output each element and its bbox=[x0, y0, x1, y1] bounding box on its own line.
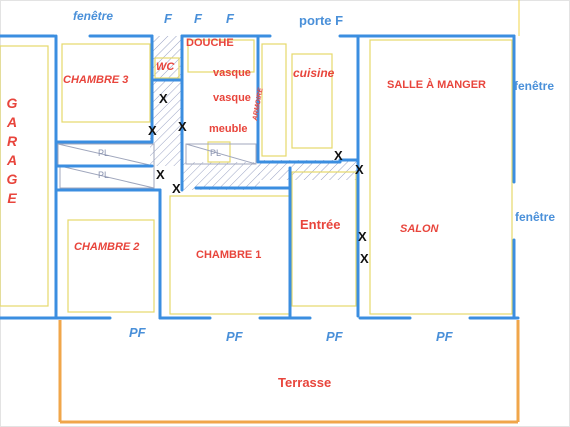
meuble-label: meuble bbox=[209, 123, 248, 135]
chambre3-bed-outline bbox=[61, 43, 151, 123]
garage-car-outline bbox=[0, 45, 49, 307]
x-mark: X bbox=[358, 229, 367, 244]
armoire-outline bbox=[261, 43, 287, 157]
f-label-3: F bbox=[226, 11, 234, 26]
vasque-label-1: vasque bbox=[213, 67, 251, 79]
walls bbox=[0, 34, 520, 320]
fenetre-right-label-2: fenêtre bbox=[515, 210, 556, 224]
x-mark: X bbox=[178, 119, 187, 134]
douche-unit-outline bbox=[187, 39, 255, 73]
terrasse-label: Terrasse bbox=[278, 375, 332, 390]
wc-outline bbox=[154, 57, 180, 79]
x-mark: X bbox=[159, 91, 168, 106]
pf-label-3: PF bbox=[326, 329, 343, 344]
x-mark: X bbox=[156, 167, 165, 182]
furniture-outlines bbox=[0, 39, 513, 315]
pf-label-4: PF bbox=[436, 329, 453, 344]
cuisine-label: cuisine bbox=[293, 66, 335, 80]
fenetre-right-label-1: fenêtre bbox=[514, 79, 555, 93]
chambre2-label: CHAMBRE 2 bbox=[74, 241, 140, 253]
douche-label: DOUCHE bbox=[186, 37, 234, 49]
chambre1-label: CHAMBRE 1 bbox=[196, 249, 262, 261]
sam-table-outline bbox=[369, 39, 513, 315]
entree-label: Entrée bbox=[300, 217, 341, 232]
vasque-label-2: vasque bbox=[213, 92, 251, 104]
salon-label: SALON bbox=[400, 223, 439, 235]
x-mark: X bbox=[172, 181, 181, 196]
placard-label-2: PL bbox=[98, 170, 110, 180]
chambre2-bed-outline bbox=[67, 219, 155, 313]
x-mark: X bbox=[360, 251, 369, 266]
cuisine-outline bbox=[291, 53, 333, 149]
placard-label-3: PL bbox=[210, 148, 222, 158]
meuble-outline bbox=[207, 141, 231, 163]
placard-label-1: PL bbox=[98, 148, 110, 158]
fenetre-top-label: fenêtre bbox=[73, 9, 114, 23]
pf-label-1: PF bbox=[129, 325, 146, 340]
porte-f-label: porte F bbox=[299, 13, 344, 28]
terrace-outline bbox=[58, 320, 520, 424]
chambre3-label: CHAMBRE 3 bbox=[63, 74, 129, 86]
garage-label: G A R A G E bbox=[6, 95, 18, 206]
x-mark: X bbox=[148, 123, 157, 138]
x-mark: X bbox=[355, 162, 364, 177]
f-label-2: F bbox=[194, 11, 202, 26]
f-label-1: F bbox=[164, 11, 172, 26]
pf-label-2: PF bbox=[226, 329, 243, 344]
salle-a-manger-label: SALLE À MANGER bbox=[387, 79, 486, 91]
entree-outline bbox=[291, 171, 357, 307]
wc-label: WC bbox=[156, 61, 175, 73]
x-mark: X bbox=[334, 148, 343, 163]
